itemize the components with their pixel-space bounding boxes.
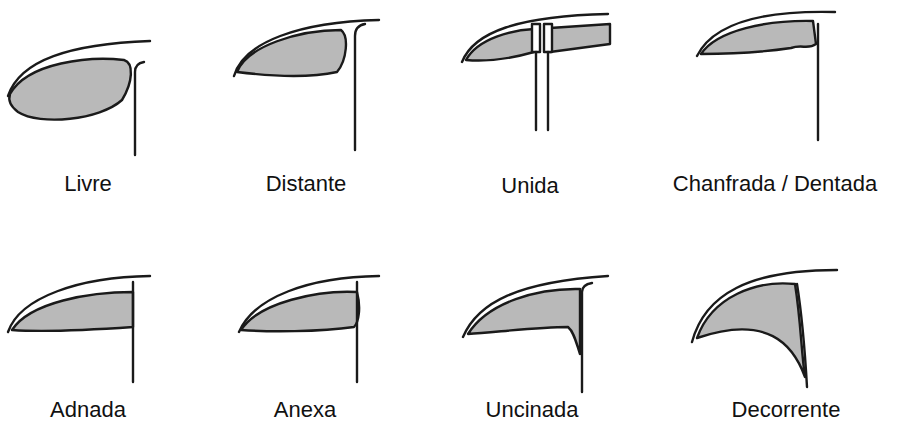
adnexed-gill bbox=[239, 276, 379, 382]
type-label: Livre bbox=[64, 171, 112, 197]
type-label: Unida bbox=[501, 173, 558, 199]
type-label: Decorrente bbox=[732, 397, 841, 423]
sinuate-gill bbox=[697, 12, 835, 140]
type-label: Uncinada bbox=[486, 397, 579, 423]
free-gill bbox=[8, 41, 150, 155]
type-label: Adnada bbox=[50, 397, 126, 423]
decurrent-gill bbox=[692, 270, 837, 387]
uncinate-gill bbox=[463, 276, 608, 392]
type-label: Anexa bbox=[274, 397, 336, 423]
type-label: Distante bbox=[266, 171, 347, 197]
united-gill bbox=[462, 14, 610, 130]
type-label: Chanfrada / Dentada bbox=[673, 171, 877, 197]
distant-gill bbox=[234, 20, 379, 150]
adnate-gill bbox=[8, 276, 150, 382]
